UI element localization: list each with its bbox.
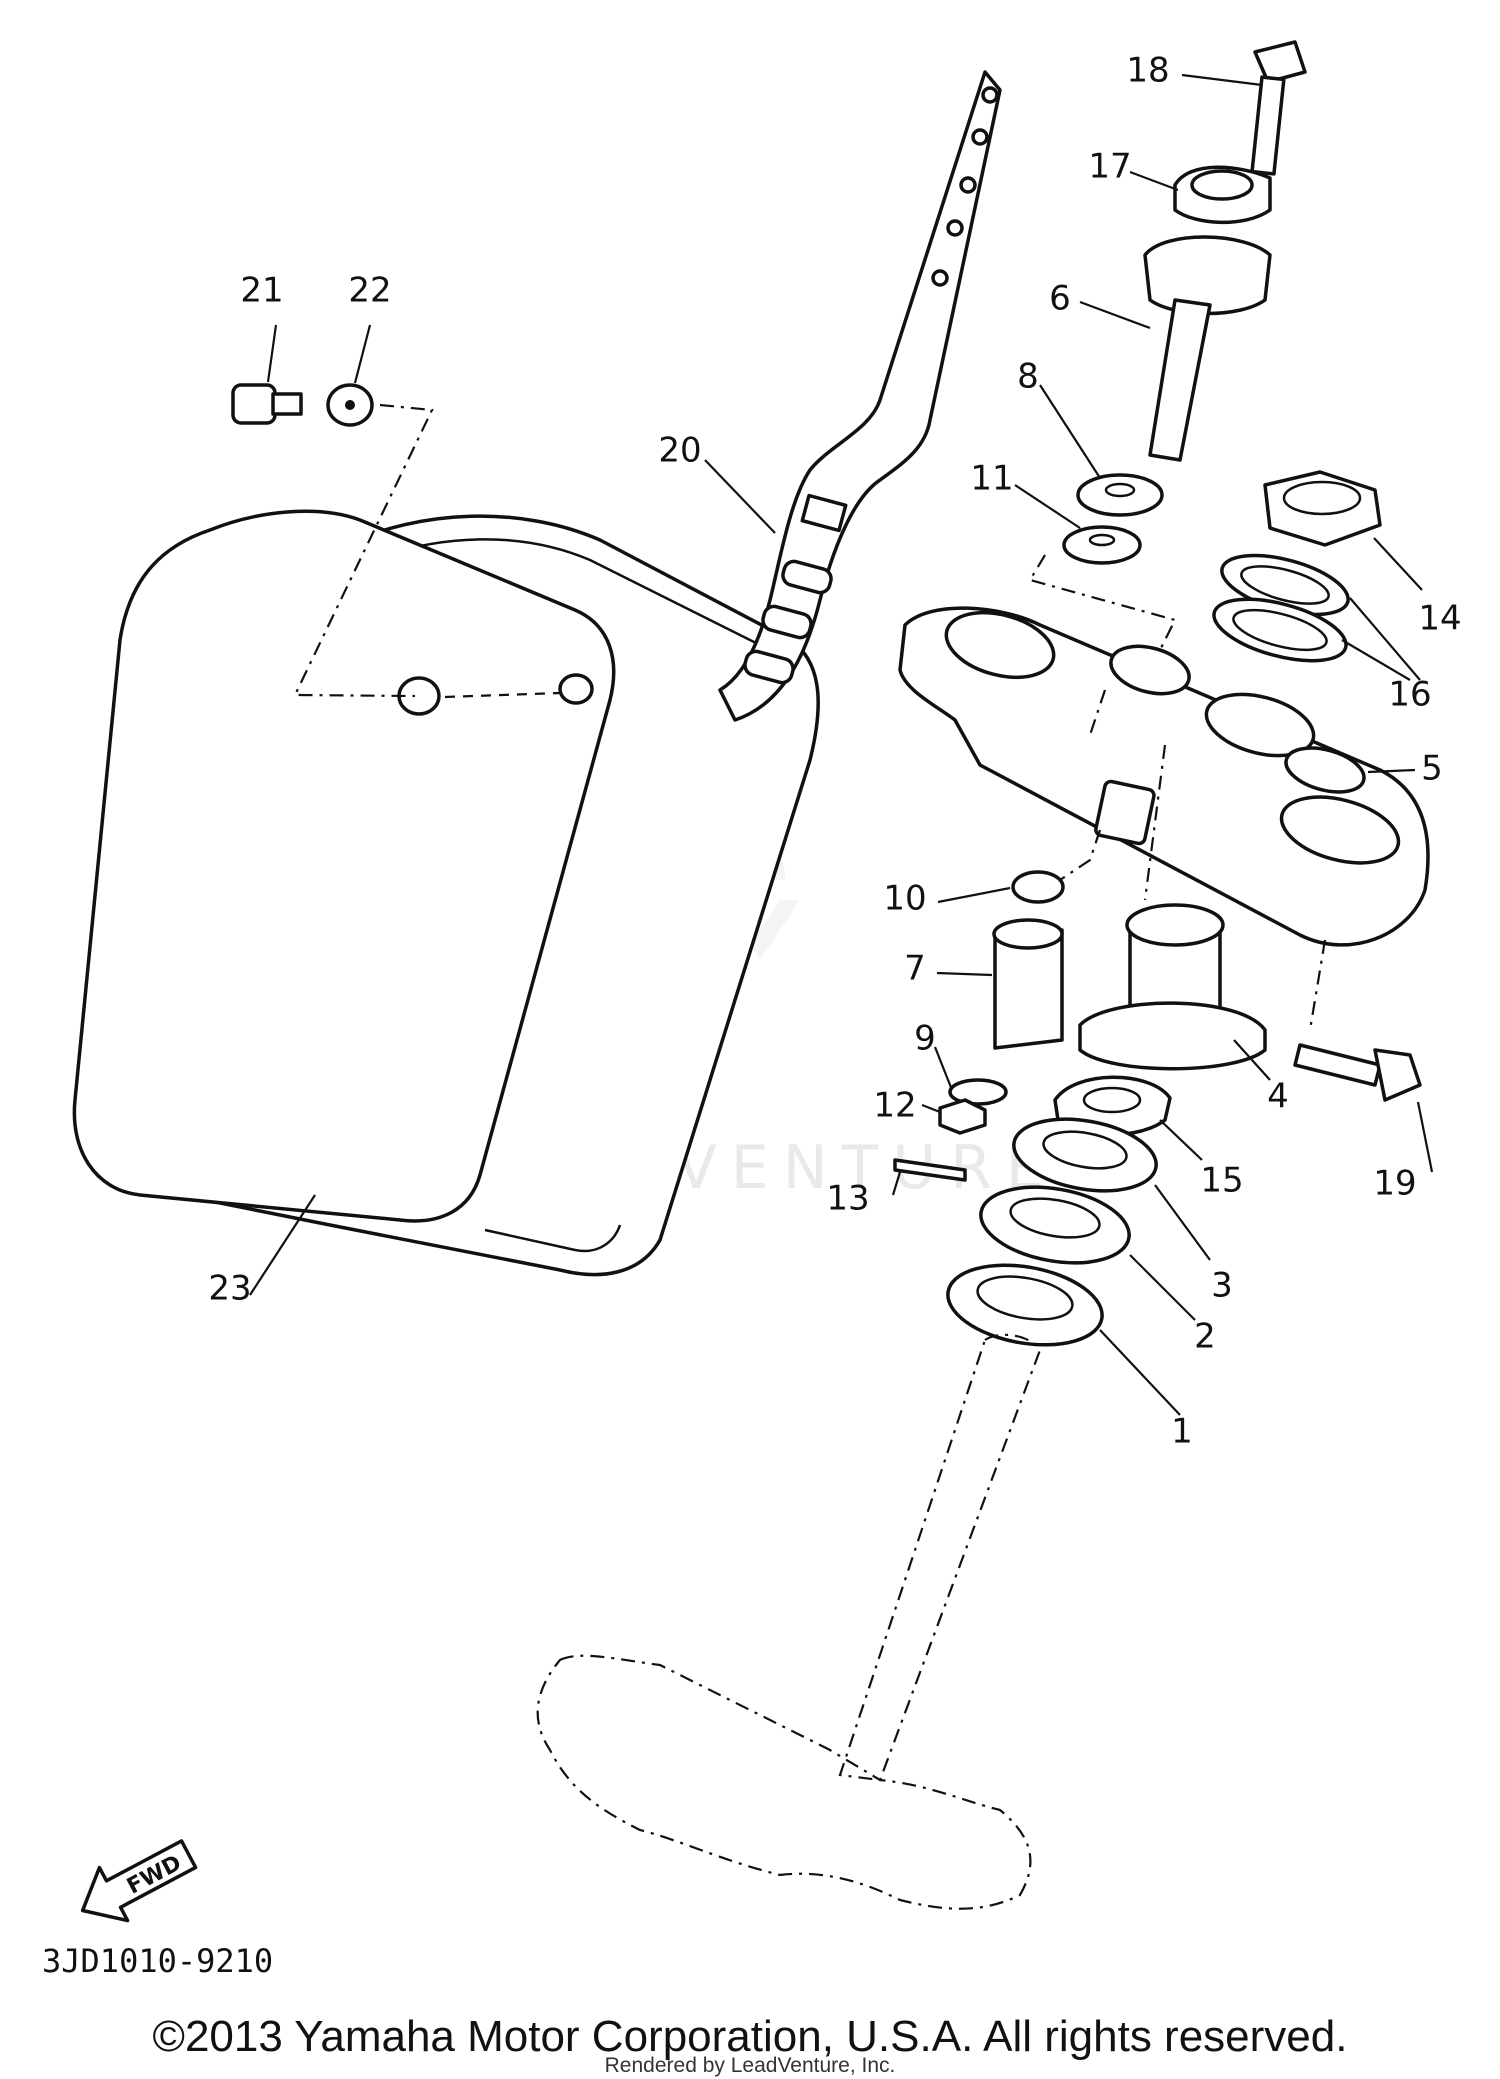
callout-10: 10	[883, 879, 926, 919]
washer-9	[948, 1078, 1008, 1106]
bolt-21	[231, 383, 303, 425]
pin-13	[893, 1158, 967, 1182]
callout-2: 2	[1194, 1317, 1216, 1357]
callout-16: 16	[1388, 675, 1431, 715]
fwd-arrow-icon: FWD	[80, 1839, 198, 1923]
callout-14: 14	[1418, 599, 1461, 639]
callout-4: 4	[1267, 1077, 1289, 1117]
rendered-by-notice: Rendered by LeadVenture, Inc.	[604, 2054, 896, 2077]
handle-crown-17	[1173, 165, 1272, 225]
bearing-1	[946, 1263, 1104, 1347]
bearing-2	[979, 1185, 1131, 1265]
callout-8: 8	[1017, 357, 1039, 397]
ring-nut-4	[1078, 903, 1267, 1071]
callout-11: 11	[970, 459, 1013, 499]
handle-holder-6	[1143, 235, 1272, 462]
callout-19: 19	[1373, 1164, 1416, 1204]
washer-10	[1011, 870, 1065, 904]
callout-22: 22	[348, 271, 391, 311]
nut-14	[1263, 470, 1382, 547]
callout-12: 12	[873, 1086, 916, 1126]
washer-8	[1076, 473, 1164, 517]
number-plate	[72, 509, 820, 1277]
washers-16	[1212, 553, 1350, 663]
exploded-parts-diagram: LEADVENTURE	[42, 40, 1462, 1980]
number-plate-stay	[718, 70, 1002, 722]
washer-22	[326, 383, 374, 427]
callout-20: 20	[658, 431, 701, 471]
callout-6: 6	[1049, 279, 1071, 319]
drawing-number: 3JD1010-9210	[42, 1942, 273, 1980]
callout-18: 18	[1126, 51, 1169, 91]
washer-11	[1062, 525, 1142, 565]
callout-17: 17	[1088, 147, 1131, 187]
steering-stem-outline	[536, 1333, 1042, 1910]
seal-3	[1012, 1117, 1158, 1193]
upper-bracket-5	[898, 606, 1430, 947]
nut-12	[938, 1098, 987, 1135]
callout-7: 7	[904, 949, 926, 989]
callout-23: 23	[208, 1269, 251, 1309]
callout-13: 13	[826, 1179, 869, 1219]
collar-7	[992, 918, 1064, 1050]
callout-3: 3	[1211, 1266, 1233, 1306]
callout-9: 9	[914, 1019, 936, 1059]
bolt-19	[1293, 1043, 1422, 1102]
callout-21: 21	[240, 271, 283, 311]
bolt-18	[1250, 40, 1307, 176]
callout-15: 15	[1200, 1161, 1243, 1201]
leader-lines	[249, 73, 1434, 1416]
callout-1: 1	[1171, 1412, 1193, 1452]
callout-5: 5	[1421, 749, 1443, 789]
copyright-notice: ©2013 Yamaha Motor Corporation, U.S.A. A…	[152, 2012, 1348, 2061]
